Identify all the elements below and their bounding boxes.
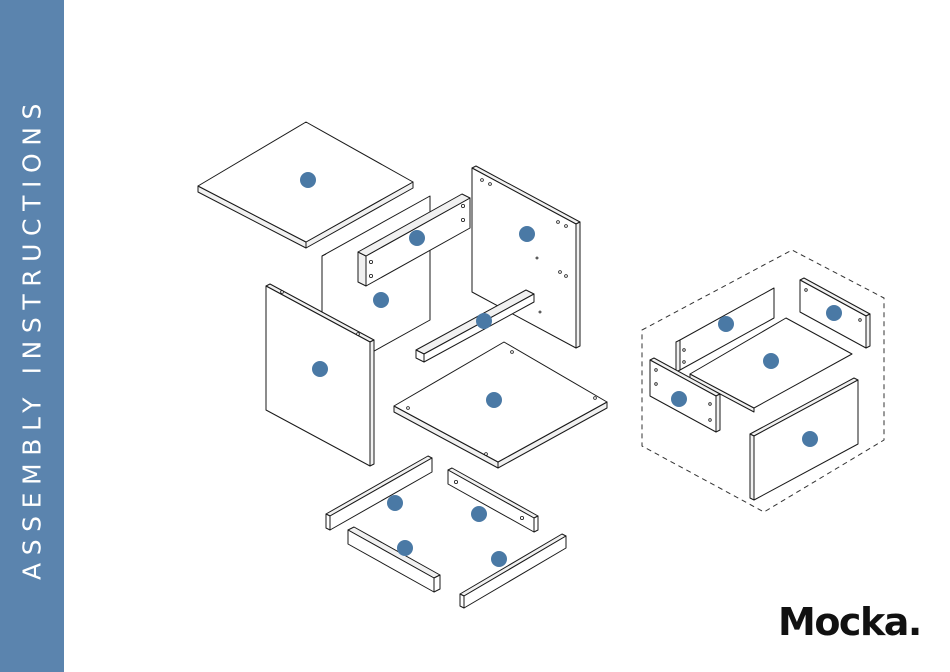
part-marker — [763, 353, 779, 369]
part-marker — [486, 392, 502, 408]
part-marker — [387, 495, 403, 511]
part-marker — [373, 292, 389, 308]
part-marker — [718, 316, 734, 332]
part-marker — [471, 506, 487, 522]
part-marker — [300, 172, 316, 188]
part-marker — [519, 226, 535, 242]
part-marker — [491, 551, 507, 567]
part-marker — [409, 230, 425, 246]
drawer-group — [642, 250, 884, 512]
part-marker — [671, 391, 687, 407]
base-rail-back-left — [326, 456, 432, 530]
part-marker — [476, 313, 492, 329]
part-marker — [397, 540, 413, 556]
part-marker — [802, 431, 818, 447]
base-rail-front-right — [460, 534, 566, 608]
base-rail-front-left — [348, 527, 440, 592]
part-marker — [826, 305, 842, 321]
base-rail-back-right — [448, 468, 538, 532]
mocka-logo: Mocka. — [778, 603, 921, 641]
part-marker — [312, 361, 328, 377]
